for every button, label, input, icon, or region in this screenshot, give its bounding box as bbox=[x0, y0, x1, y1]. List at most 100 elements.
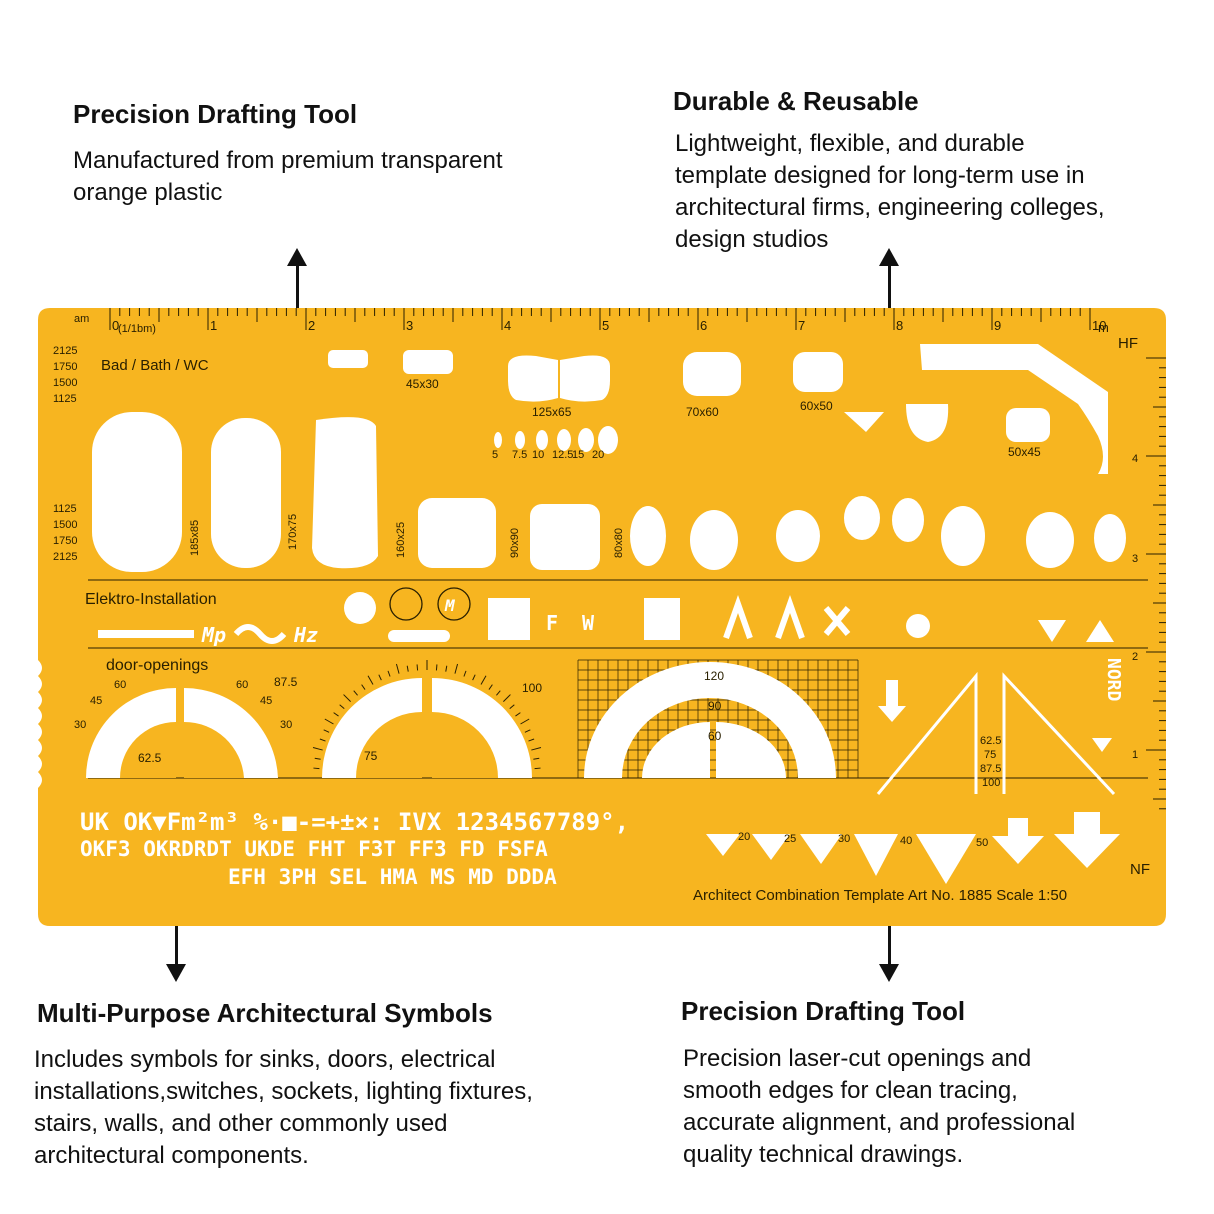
callout-line: architectural components. bbox=[34, 1142, 309, 1169]
callout-line: quality technical drawings. bbox=[683, 1141, 964, 1168]
elektro-label: M bbox=[444, 596, 456, 615]
protractor-tick bbox=[323, 729, 330, 733]
circle-hole-cutout bbox=[557, 429, 571, 451]
protractor-tick bbox=[312, 746, 323, 751]
callout-line: template designed for long-term use in bbox=[675, 162, 1085, 189]
protractor-tick bbox=[435, 664, 438, 671]
protractor-tick bbox=[406, 665, 409, 672]
callout-line: Lightweight, flexible, and durable bbox=[675, 130, 1025, 157]
protractor-tick bbox=[353, 690, 358, 696]
bathtub-cutout bbox=[312, 417, 378, 569]
stair-value: 100 bbox=[982, 777, 1000, 789]
sink-cutout bbox=[1006, 408, 1050, 442]
callout-body: Includes symbols for sinks, doors, elect… bbox=[34, 1044, 533, 1172]
height-label: 1500 bbox=[53, 519, 77, 531]
triangle-cutout bbox=[916, 834, 976, 884]
door-value-label: 100 bbox=[522, 681, 542, 695]
protractor-tick bbox=[528, 738, 535, 742]
callout-title: Multi-Purpose Architectural Symbols bbox=[37, 998, 493, 1028]
side-scale-number: 1 bbox=[1132, 749, 1138, 761]
toilet-cutout bbox=[776, 510, 820, 562]
ruler-number: 7 bbox=[798, 318, 805, 333]
sink-size-label: 45x30 bbox=[406, 377, 439, 391]
switch-cutout bbox=[388, 630, 450, 642]
triangle-size: 30 bbox=[838, 833, 850, 845]
callout-title: Precision Drafting Tool bbox=[681, 996, 966, 1026]
protractor-tick bbox=[416, 664, 419, 671]
hole-size-label: 12.5 bbox=[552, 449, 573, 461]
door-angle-label: 45 bbox=[260, 695, 272, 707]
elektro-label: Hz bbox=[293, 623, 318, 647]
arrow-down-cutout bbox=[1054, 812, 1120, 868]
protractor-tick bbox=[333, 712, 339, 717]
protractor-tick bbox=[472, 674, 476, 681]
ruler-number: 1 bbox=[210, 318, 217, 333]
toilet-cutout bbox=[1026, 512, 1074, 568]
callout-line: stairs, walls, and other commonly used bbox=[34, 1110, 448, 1137]
sink-size-label: 60x50 bbox=[800, 399, 833, 413]
ruler-unit-right: m bbox=[1098, 320, 1109, 335]
protractor-tick bbox=[534, 767, 541, 770]
top-ruler bbox=[109, 308, 1091, 330]
ruler-number: 8 bbox=[896, 318, 903, 333]
ground-symbol bbox=[389, 587, 423, 621]
section-elektro-label: Elektro-Installation bbox=[85, 591, 217, 608]
bath-size-label: 90x90 bbox=[509, 528, 521, 558]
door-angle-label: 60 bbox=[236, 679, 248, 691]
stair-value: 75 bbox=[984, 749, 996, 761]
protractor-tick bbox=[509, 704, 515, 709]
nord-label: NORD bbox=[1103, 658, 1124, 702]
callout-title: Precision Drafting Tool bbox=[73, 99, 358, 129]
protractor-tick bbox=[531, 746, 542, 751]
section-bath-label: Bad / Bath / WC bbox=[101, 357, 209, 374]
toilet-cutout bbox=[630, 506, 666, 566]
triangle-size: 40 bbox=[900, 835, 912, 847]
callout-line: architectural firms, engineering college… bbox=[675, 194, 1105, 221]
callout-line: installations,switches, sockets, lightin… bbox=[34, 1078, 533, 1105]
motor-symbol bbox=[437, 587, 471, 621]
hole-size-label: 5 bbox=[492, 449, 498, 461]
side-scale-number: 2 bbox=[1132, 651, 1138, 663]
light-cutout bbox=[906, 614, 930, 638]
square-cutout bbox=[488, 598, 530, 640]
triangle-cutout bbox=[706, 834, 740, 856]
section-door-label: door-openings bbox=[106, 657, 208, 674]
bidet-cutout bbox=[844, 496, 880, 540]
protractor-tick bbox=[480, 675, 487, 685]
bath-size-label: 160x25 bbox=[395, 522, 407, 558]
hole-size-label: 20 bbox=[592, 449, 604, 461]
arc-band-cutout bbox=[584, 662, 836, 778]
sink-size-label: 70x60 bbox=[686, 405, 719, 419]
ruler-number: 0 bbox=[112, 318, 119, 333]
height-label: 1750 bbox=[53, 535, 77, 547]
north-arrow-cutout bbox=[1092, 738, 1112, 752]
protractor-tick bbox=[395, 663, 400, 674]
protractor-tick bbox=[520, 718, 530, 725]
height-label: 1125 bbox=[53, 503, 77, 515]
height-label: 1125 bbox=[53, 393, 77, 405]
ruler-number: 6 bbox=[700, 318, 707, 333]
door-value-label: 75 bbox=[364, 749, 378, 763]
protractor-tick bbox=[361, 684, 366, 690]
side-scale-number: 4 bbox=[1132, 453, 1138, 465]
triangle-cutout bbox=[800, 834, 842, 864]
bathtub-cutout bbox=[92, 412, 182, 572]
triangle-cutout bbox=[1086, 620, 1114, 642]
ruler-unit-left: am bbox=[74, 313, 89, 325]
bath-size-label: 185x85 bbox=[189, 520, 201, 556]
triangle-size: 25 bbox=[784, 833, 796, 845]
circle-hole-cutout bbox=[536, 430, 548, 450]
door-angle-label: 30 bbox=[74, 719, 86, 731]
ruler-number: 3 bbox=[406, 318, 413, 333]
callout-line: Manufactured from premium transparent bbox=[73, 147, 503, 174]
protractor-tick bbox=[488, 684, 493, 690]
protractor-ticks bbox=[309, 660, 545, 779]
height-label: 1750 bbox=[53, 361, 77, 373]
height-label: 1500 bbox=[53, 377, 77, 389]
protractor-tick bbox=[367, 675, 374, 685]
door-arc-cutout bbox=[642, 722, 710, 778]
sink-cutout bbox=[403, 350, 453, 374]
wave-symbol bbox=[233, 624, 287, 644]
